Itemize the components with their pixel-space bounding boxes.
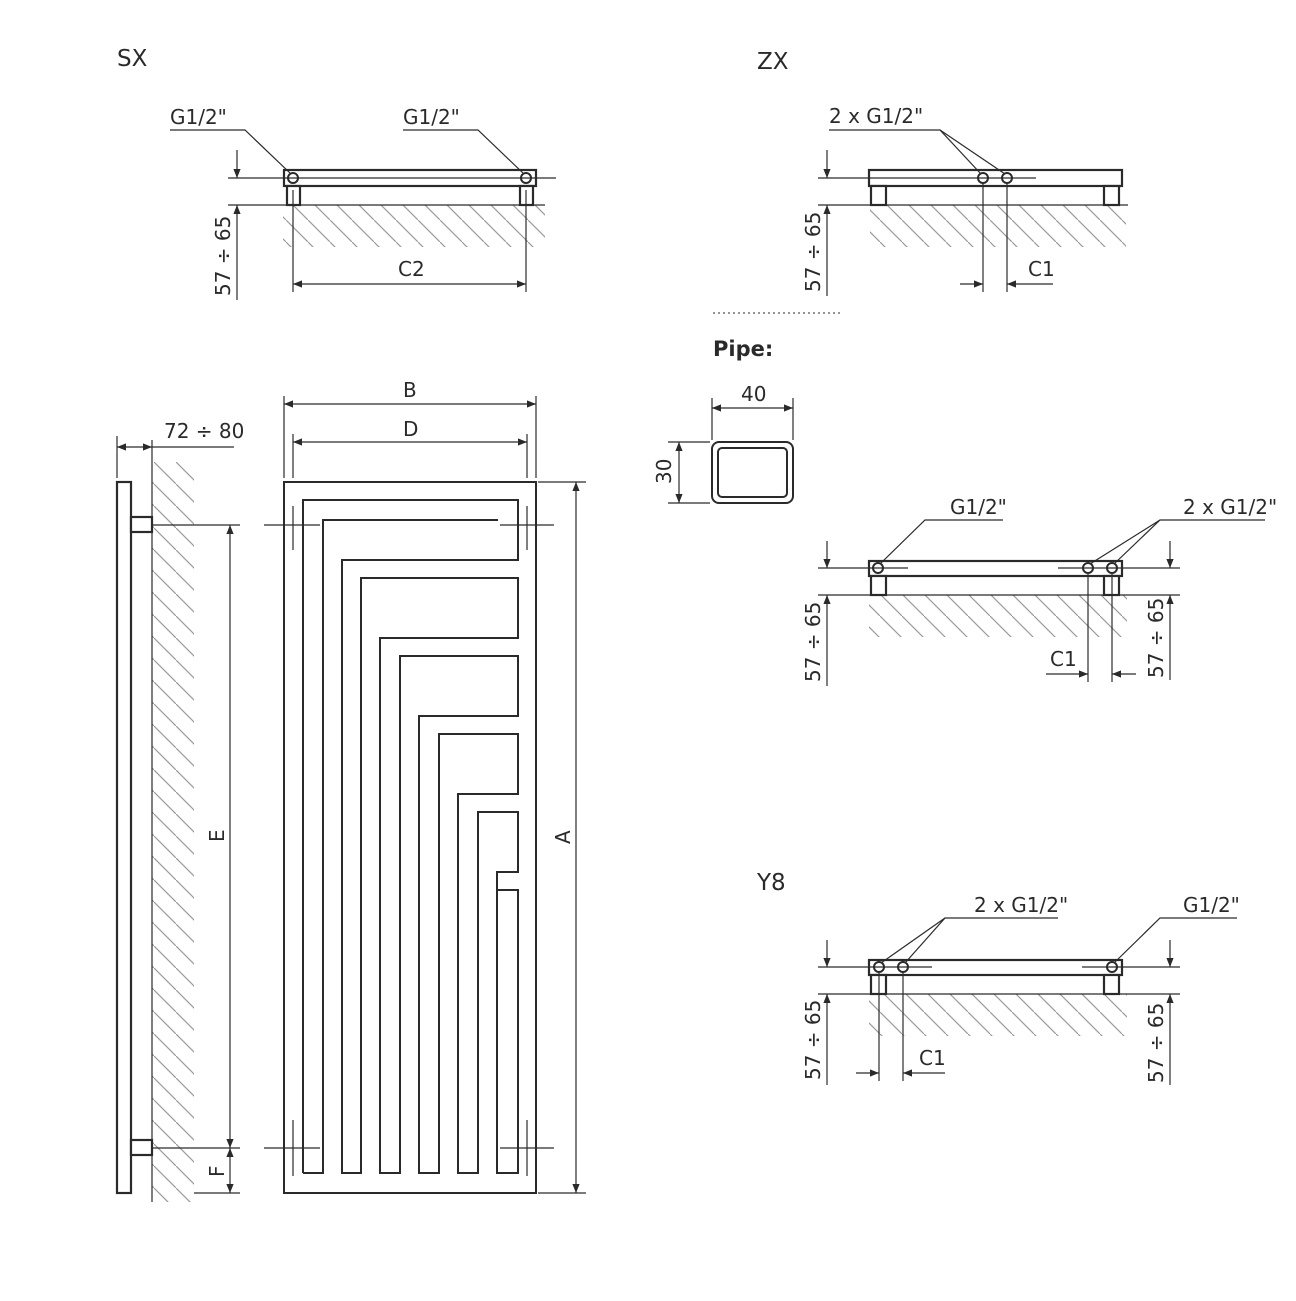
y8-left-leader-b [904,917,1058,964]
side-top-bracket [129,515,154,534]
front-outer-frame [283,481,537,1194]
sx-right-port-label: G1/2" [403,105,460,129]
front-a-label: A [551,830,575,844]
y8-wall-hatch [869,994,1127,1036]
pipe-label: Pipe: [713,337,773,361]
sx-left-port-label: G1/2" [170,105,227,129]
pipe-width-label: 40 [741,382,766,406]
zx-title: ZX [757,49,789,75]
zx-wall-hatch [870,205,1126,247]
sx-diagram: SX G1/2" G1/2" 57 ÷ 65 C2 [117,46,556,300]
mixed-left-bracket [869,574,888,597]
zx-leader-b [939,129,1006,175]
mixed-height-left-label: 57 ÷ 65 [801,602,825,682]
zx-diagram: ZX 2 x G1/2" 57 ÷ 65 C1 [757,49,1128,296]
zx-height-label: 57 ÷ 65 [801,212,825,292]
y8-right-port-label: G1/2" [1183,893,1240,917]
y8-height-left-label: 57 ÷ 65 [801,1000,825,1080]
sx-c2-label: C2 [398,257,425,281]
pipe-height-label: 30 [652,459,676,484]
front-serpentine-tube [302,499,519,1174]
sx-right-leader [403,129,525,175]
side-e-label: E [205,829,229,842]
y8-left-leader-a [880,917,946,964]
zx-c1-label: C1 [1028,257,1055,281]
side-view: 72 ÷ 80 E F [115,419,244,1202]
y8-right-bracket [1102,973,1121,996]
pipe-diagram: Pipe: 40 30 [652,337,794,504]
side-depth-label: 72 ÷ 80 [164,419,244,443]
mixed-left-port-label: G1/2" [950,495,1007,519]
mixed-right-ports-label: 2 x G1/2" [1183,495,1277,519]
pipe-outer [711,441,794,504]
front-view: B D A [264,378,586,1194]
sx-height-label: 57 ÷ 65 [211,216,235,296]
zx-leader-a [829,129,982,175]
mixed-right-leader-b [1113,519,1265,565]
mixed-diagram: G1/2" 2 x G1/2" 57 ÷ 65 57 ÷ 65 C1 [801,495,1277,686]
sx-left-leader [170,129,292,175]
mixed-wall-hatch [869,595,1127,637]
pipe-inner [717,447,788,498]
side-bottom-bracket [129,1138,154,1157]
mixed-height-right-label: 57 ÷ 65 [1144,598,1168,678]
front-b-label: B [403,378,417,402]
zx-right-bracket [1102,184,1121,207]
y8-c1-label: C1 [919,1046,946,1070]
mixed-c1-label: C1 [1050,647,1077,671]
side-radiator-profile [115,480,133,1195]
mixed-left-leader [879,519,1003,565]
side-f-label: F [205,1165,229,1177]
y8-diagram: Y8 2 x G1/2" G1/2" 57 ÷ 65 57 ÷ 65 C1 [756,870,1240,1085]
sx-wall-hatch [283,205,545,247]
front-d-label: D [403,417,418,441]
mixed-right-leader-a [1089,519,1161,565]
y8-height-right-label: 57 ÷ 65 [1144,1003,1168,1083]
zx-ports-label: 2 x G1/2" [829,104,923,128]
y8-left-ports-label: 2 x G1/2" [974,893,1068,917]
y8-title: Y8 [756,870,786,896]
sx-title: SX [117,46,148,72]
zx-left-bracket [869,184,888,207]
side-wall-hatch [152,462,194,1202]
y8-right-leader [1113,917,1237,964]
